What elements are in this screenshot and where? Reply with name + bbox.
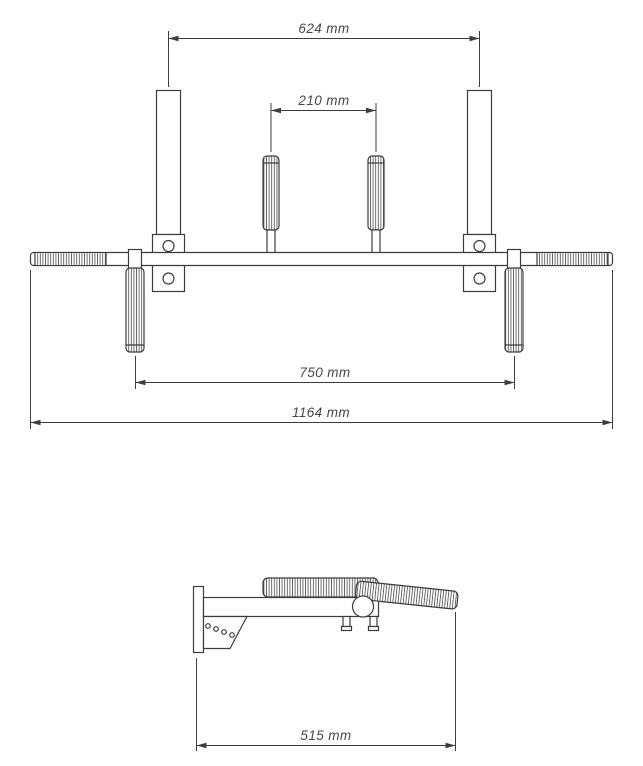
arrowhead-right bbox=[469, 35, 480, 42]
front-view: 624 mm 210 mm 750 mm 1164 mm bbox=[29, 21, 614, 429]
arrowhead-left bbox=[168, 35, 179, 42]
bar-knurl-right bbox=[537, 253, 608, 265]
dim-label-outer-grip-spacing: 750 mm bbox=[299, 365, 350, 380]
dim-label-inner-grip-spacing: 210 mm bbox=[297, 93, 349, 108]
arrowhead-left bbox=[30, 419, 41, 426]
dimension-750: 750 mm bbox=[135, 356, 515, 389]
arrowhead-right bbox=[366, 107, 376, 114]
dimension-210: 210 mm bbox=[270, 93, 377, 152]
outer-grip-side bbox=[354, 580, 459, 610]
bracket-hole bbox=[229, 632, 235, 638]
side-view: 515 mm bbox=[192, 577, 459, 751]
main-bar bbox=[29, 251, 614, 267]
arrowhead-right bbox=[602, 419, 613, 426]
dimension-624: 624 mm bbox=[168, 21, 480, 87]
fixing-bolts bbox=[340, 615, 380, 632]
arrowhead-left bbox=[271, 107, 281, 114]
outer-grip-left bbox=[125, 248, 145, 353]
wall-plate bbox=[192, 585, 205, 654]
arrowhead-left bbox=[196, 742, 207, 749]
arrowhead-left bbox=[135, 379, 146, 386]
bracket-hole bbox=[213, 626, 219, 632]
bracket-hole bbox=[221, 629, 227, 635]
dim-label-depth: 515 mm bbox=[300, 728, 351, 743]
mounting-post-left bbox=[151, 89, 186, 293]
mounting-bracket bbox=[202, 615, 248, 650]
bolt-hole bbox=[473, 272, 486, 285]
bolt-hole bbox=[473, 239, 486, 253]
bracket-hole bbox=[205, 623, 211, 629]
arrowhead-right bbox=[504, 379, 515, 386]
dim-label-overall-width: 1164 mm bbox=[292, 405, 350, 420]
inner-grip-left bbox=[262, 155, 280, 255]
outer-grip-right bbox=[504, 248, 524, 353]
bar-cross-section bbox=[351, 595, 375, 618]
dimension-515: 515 mm bbox=[196, 612, 456, 751]
bar-knurl-left bbox=[35, 253, 106, 265]
arrowhead-right bbox=[445, 742, 456, 749]
dimension-1164: 1164 mm bbox=[30, 270, 613, 429]
bolt-hole bbox=[162, 239, 175, 253]
dim-label-post-spacing: 624 mm bbox=[298, 21, 349, 36]
inner-grip-right bbox=[367, 155, 385, 255]
bolt-hole bbox=[162, 272, 175, 285]
